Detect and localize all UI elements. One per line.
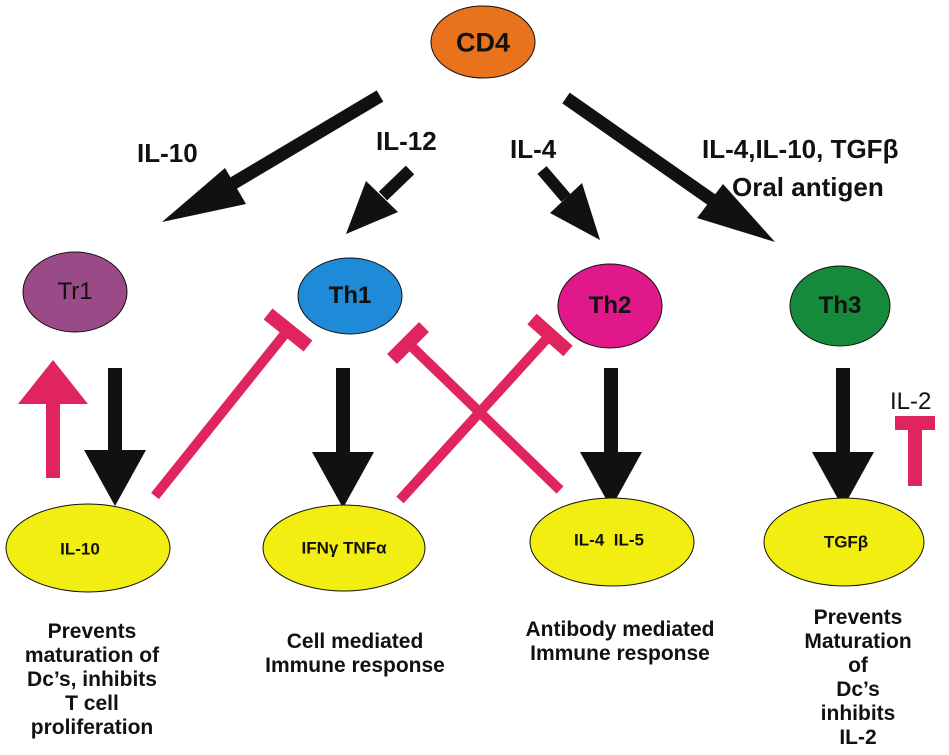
th1-node (297, 257, 403, 335)
arrow-il12-to-th1 (346, 165, 415, 234)
cytokine-tgfb-label: TGFβ (823, 532, 869, 552)
stimulus-il12-label: IL-12 (376, 126, 437, 156)
effect-th1-description: Cell mediated Immune response (265, 630, 445, 677)
arrow-il4-to-th2 (537, 166, 600, 240)
arrow-th3-to-tgfb (812, 368, 874, 508)
arrow-th2-to-cytokines (580, 368, 642, 508)
inhibit-il10-to-th1 (151, 308, 313, 500)
cd4-label: CD4 (455, 27, 511, 58)
stimulus-il4-label: IL-4 (510, 134, 557, 164)
stimulus-th3-line2: Oral antigen (732, 172, 884, 202)
arrow-il10-to-tr1-feedback (18, 360, 88, 478)
arrow-cd4-to-th3 (562, 92, 775, 242)
inhibit-th2cytokines-to-th1 (387, 322, 564, 494)
cytokine-il10-label: IL-10 (60, 539, 100, 559)
effect-th2-description: Antibody mediated Immune response (525, 618, 715, 665)
tr1-node (22, 251, 128, 333)
cytokine-il4-il5-node (529, 497, 695, 587)
effect-th3-description: Prevents Maturation of Dc’s inhibits IL-… (804, 606, 912, 749)
tr1-label: Tr1 (57, 278, 93, 305)
cytokine-ifng-tnfa-label: IFNγ TNFα (301, 538, 387, 558)
cytokine-il10-node (5, 503, 171, 593)
th2-node (557, 263, 663, 349)
th1-label: Th1 (328, 282, 372, 309)
inhibit-tgfb-il2 (895, 416, 935, 486)
arrow-th1-to-cytokines (312, 368, 374, 508)
effect-tr1-description: Prevents maturation of Dc’s, inhibits T … (24, 620, 160, 739)
th2-label: Th2 (588, 292, 632, 319)
cytokine-il4-il5-label: IL-4 IL-5 (574, 530, 644, 550)
cd4-node (430, 5, 536, 79)
arrow-cd4-to-tr1 (162, 90, 384, 222)
il2-inhibitor-label: IL-2 (890, 388, 932, 415)
th3-label: Th3 (818, 292, 862, 319)
cytokine-ifng-tnfa-node (262, 504, 426, 592)
inhibit-th1cytokines-to-th2 (396, 313, 573, 504)
cytokine-tgfb-node (763, 497, 925, 587)
arrow-tr1-to-il10 (84, 368, 146, 506)
stimulus-th3-line1: IL-4,IL-10, TGFβ (702, 134, 899, 164)
th3-node (789, 265, 891, 347)
stimulus-il10-label: IL-10 (137, 138, 198, 168)
